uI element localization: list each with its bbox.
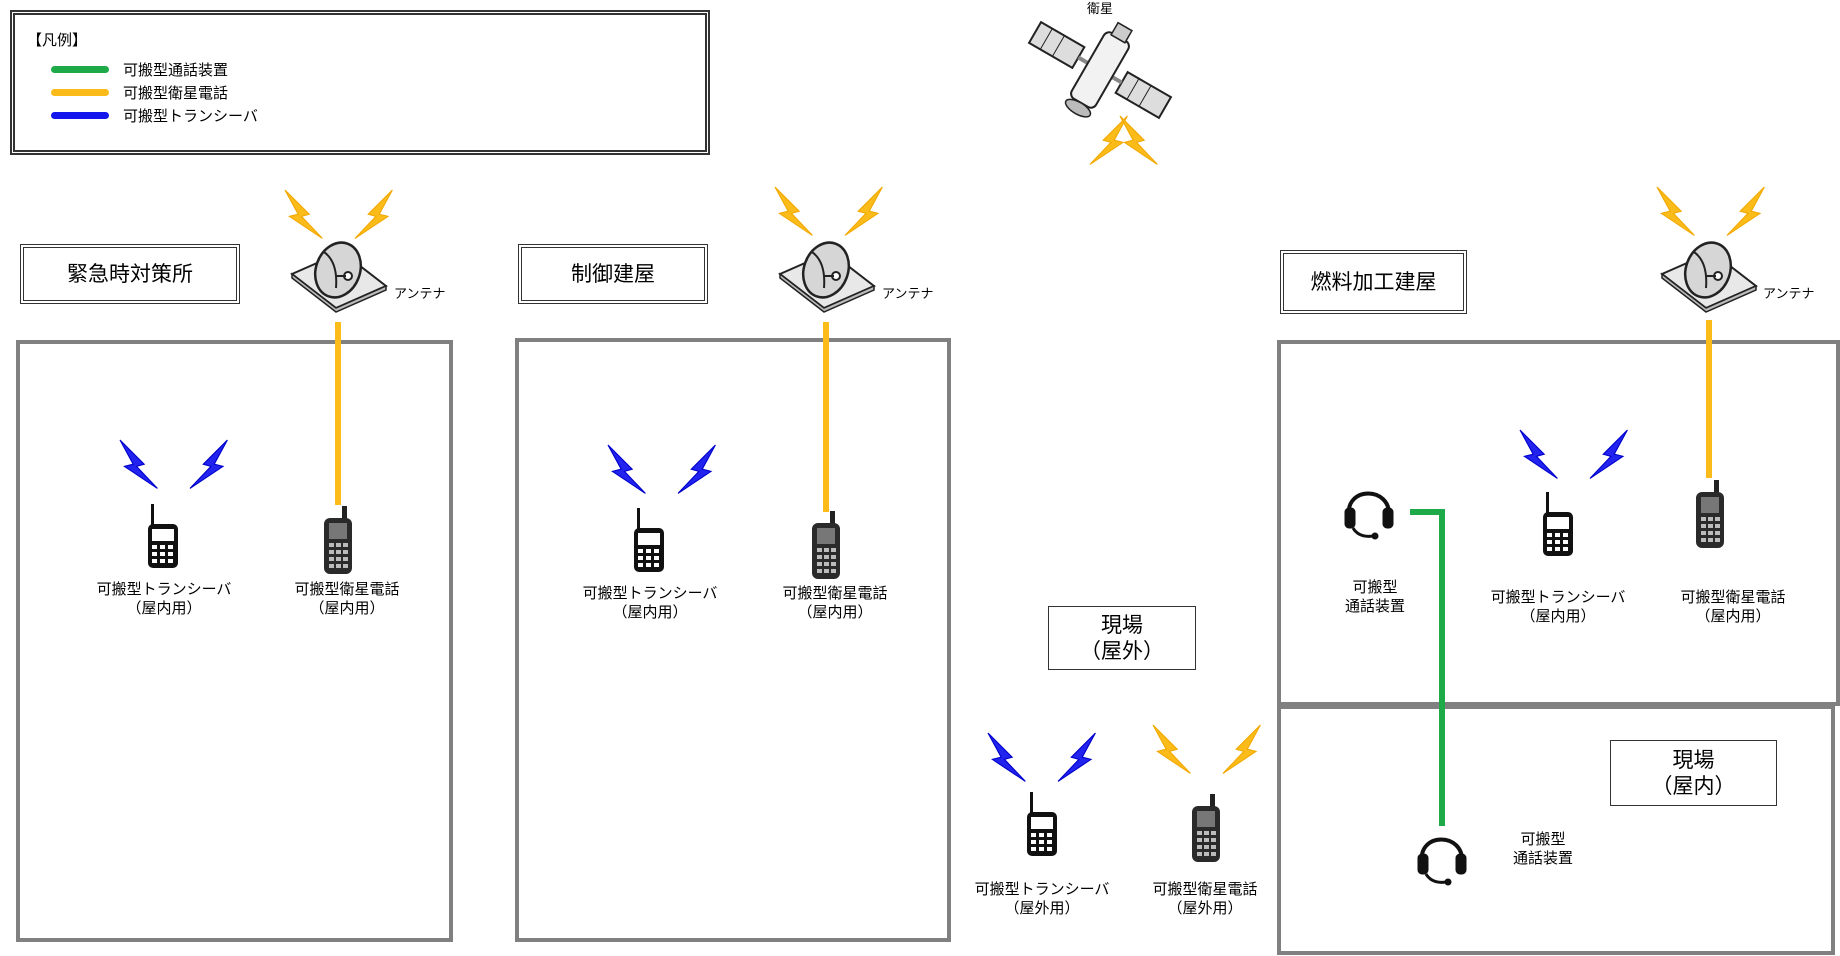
fuel-headset-label: 可搬型 通話装置 xyxy=(1320,578,1430,616)
legend: 【凡例】 可搬型通話装置 可搬型衛星電話 可搬型トランシーバ xyxy=(10,10,710,155)
walkie-talkie-icon xyxy=(148,504,178,568)
label-line2: 通話装置 xyxy=(1344,597,1405,615)
legend-swatch-blue xyxy=(51,111,109,119)
fuel-building-title: 燃料加工建屋 xyxy=(1280,250,1467,314)
headset-icon xyxy=(1343,491,1395,541)
fuel-transceiver-label: 可搬型トランシーバ （屋内用） xyxy=(1478,588,1638,626)
legend-swatch-yellow xyxy=(51,88,109,96)
legend-title: 【凡例】 xyxy=(27,31,88,49)
outdoor-site-line2: （屋外） xyxy=(1080,639,1164,663)
walkie-talkie-icon xyxy=(1027,792,1057,856)
satellite-phone-icon xyxy=(1696,480,1724,548)
bolt-blue-icon xyxy=(1057,732,1096,782)
bolt-yellow-icon xyxy=(1119,115,1158,165)
legend-label: 可搬型衛星電話 xyxy=(123,83,229,102)
label-line1: 可搬型トランシーバ xyxy=(1490,588,1626,606)
bolt-blue-icon xyxy=(1519,429,1558,479)
label-line1: 可搬型衛星電話 xyxy=(294,580,400,598)
antenna-label: アンテナ xyxy=(394,287,446,302)
label-line2: （屋内用） xyxy=(797,603,873,621)
label-line2: （屋内用） xyxy=(1520,607,1596,625)
outdoor-transceiver-label: 可搬型トランシーバ （屋外用） xyxy=(962,880,1122,918)
headset-icon xyxy=(1416,837,1468,887)
outdoor-site-box: 現場 （屋外） xyxy=(1048,606,1196,670)
label-line2: （屋内用） xyxy=(612,603,688,621)
label-line1: 可搬型 xyxy=(1520,830,1566,848)
label-line2: （屋内用） xyxy=(126,599,202,617)
bolt-yellow-icon xyxy=(1152,724,1191,774)
control-building-title: 制御建屋 xyxy=(518,244,708,304)
legend-item-transceiver: 可搬型トランシーバ xyxy=(51,104,258,126)
legend-item-call-device: 可搬型通話装置 xyxy=(51,58,228,80)
legend-label: 可搬型通話装置 xyxy=(123,60,229,79)
outdoor-site-line1: 現場 xyxy=(1101,613,1143,637)
fuel-room xyxy=(1277,340,1840,706)
indoor-site-box: 現場 （屋内） xyxy=(1610,740,1777,806)
label-line1: 可搬型衛星電話 xyxy=(782,584,888,602)
emergency-room xyxy=(16,340,453,942)
satellite-phone-icon xyxy=(1192,794,1220,862)
walkie-talkie-icon xyxy=(1543,492,1573,556)
bolt-yellow-icon xyxy=(1656,186,1695,236)
bolt-yellow-icon xyxy=(844,186,883,236)
control-transceiver-label: 可搬型トランシーバ （屋内用） xyxy=(570,584,730,622)
label-line1: 可搬型トランシーバ xyxy=(974,880,1110,898)
headset-link xyxy=(1410,509,1445,826)
bolt-blue-icon xyxy=(677,444,716,494)
antenna-dish-icon xyxy=(290,234,388,314)
bolt-blue-icon xyxy=(119,439,158,489)
label-line2: （屋外用） xyxy=(1167,899,1243,917)
bolt-yellow-icon xyxy=(1089,115,1128,165)
label-line1: 可搬型トランシーバ xyxy=(582,584,718,602)
bolt-yellow-icon xyxy=(774,186,813,236)
emergency-satphone-label: 可搬型衛星電話 （屋内用） xyxy=(272,580,422,618)
label-line1: 可搬型 xyxy=(1352,578,1398,596)
label-line2: （屋外用） xyxy=(1004,899,1080,917)
antenna-dish-icon xyxy=(778,234,876,314)
indoor-headset-label: 可搬型 通話装置 xyxy=(1488,830,1598,868)
emergency-transceiver-label: 可搬型トランシーバ （屋内用） xyxy=(84,580,244,618)
antenna-label: アンテナ xyxy=(882,287,934,302)
control-room xyxy=(515,338,951,942)
control-satphone-label: 可搬型衛星電話 （屋内用） xyxy=(760,584,910,622)
bolt-blue-icon xyxy=(607,444,646,494)
bolt-yellow-icon xyxy=(284,189,323,239)
bolt-yellow-icon xyxy=(354,189,393,239)
indoor-site-room xyxy=(1277,705,1835,955)
bolt-blue-icon xyxy=(1589,429,1628,479)
label-line2: （屋内用） xyxy=(1695,607,1771,625)
emergency-building-title: 緊急時対策所 xyxy=(20,244,240,304)
antenna-label: アンテナ xyxy=(1763,287,1815,302)
outdoor-satphone-label: 可搬型衛星電話 （屋外用） xyxy=(1130,880,1280,918)
legend-item-sat-phone: 可搬型衛星電話 xyxy=(51,81,228,103)
label-line2: （屋内用） xyxy=(309,599,385,617)
bolt-blue-icon xyxy=(189,439,228,489)
walkie-talkie-icon xyxy=(634,508,664,572)
satellite-icon xyxy=(1027,20,1173,120)
fuel-satphone-label: 可搬型衛星電話 （屋内用） xyxy=(1658,588,1808,626)
satellite-phone-icon xyxy=(324,506,352,574)
bolt-yellow-icon xyxy=(1222,724,1261,774)
indoor-site-line2: （屋内） xyxy=(1651,774,1736,798)
label-line1: 可搬型衛星電話 xyxy=(1680,588,1786,606)
label-line2: 通話装置 xyxy=(1512,849,1573,867)
legend-swatch-green xyxy=(51,65,109,73)
bolt-blue-icon xyxy=(987,732,1026,782)
bolt-yellow-icon xyxy=(1726,186,1765,236)
antenna-dish-icon xyxy=(1660,234,1758,314)
satellite-phone-icon xyxy=(812,511,840,579)
label-line1: 可搬型トランシーバ xyxy=(96,580,232,598)
satellite-label: 衛星 xyxy=(1086,2,1113,17)
label-line1: 可搬型衛星電話 xyxy=(1152,880,1258,898)
indoor-site-line1: 現場 xyxy=(1672,748,1715,772)
legend-label: 可搬型トランシーバ xyxy=(123,106,258,125)
